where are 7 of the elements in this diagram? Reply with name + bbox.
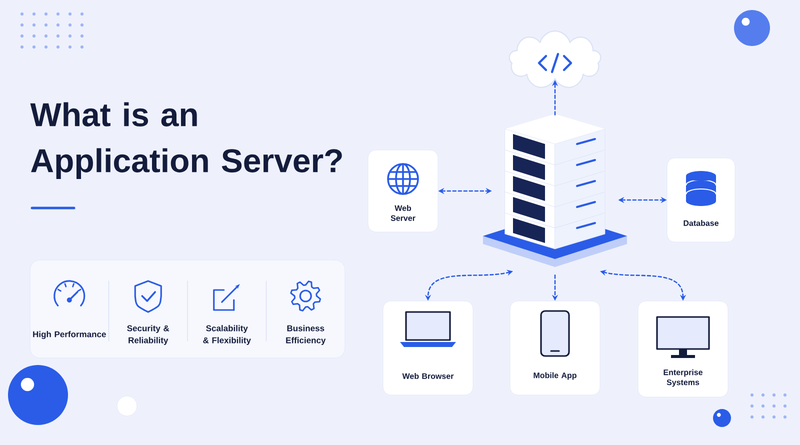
title: What is an Application Server? xyxy=(30,102,342,179)
feature-label: High Performance xyxy=(33,331,106,339)
server-stack-drawing xyxy=(483,114,627,267)
feature-label: Scalability & Flexibility xyxy=(203,325,251,345)
feature-label: Business Efficiency xyxy=(286,325,326,345)
component-card: Web Server xyxy=(368,150,438,232)
feature-label: Security & Reliability xyxy=(127,325,170,345)
